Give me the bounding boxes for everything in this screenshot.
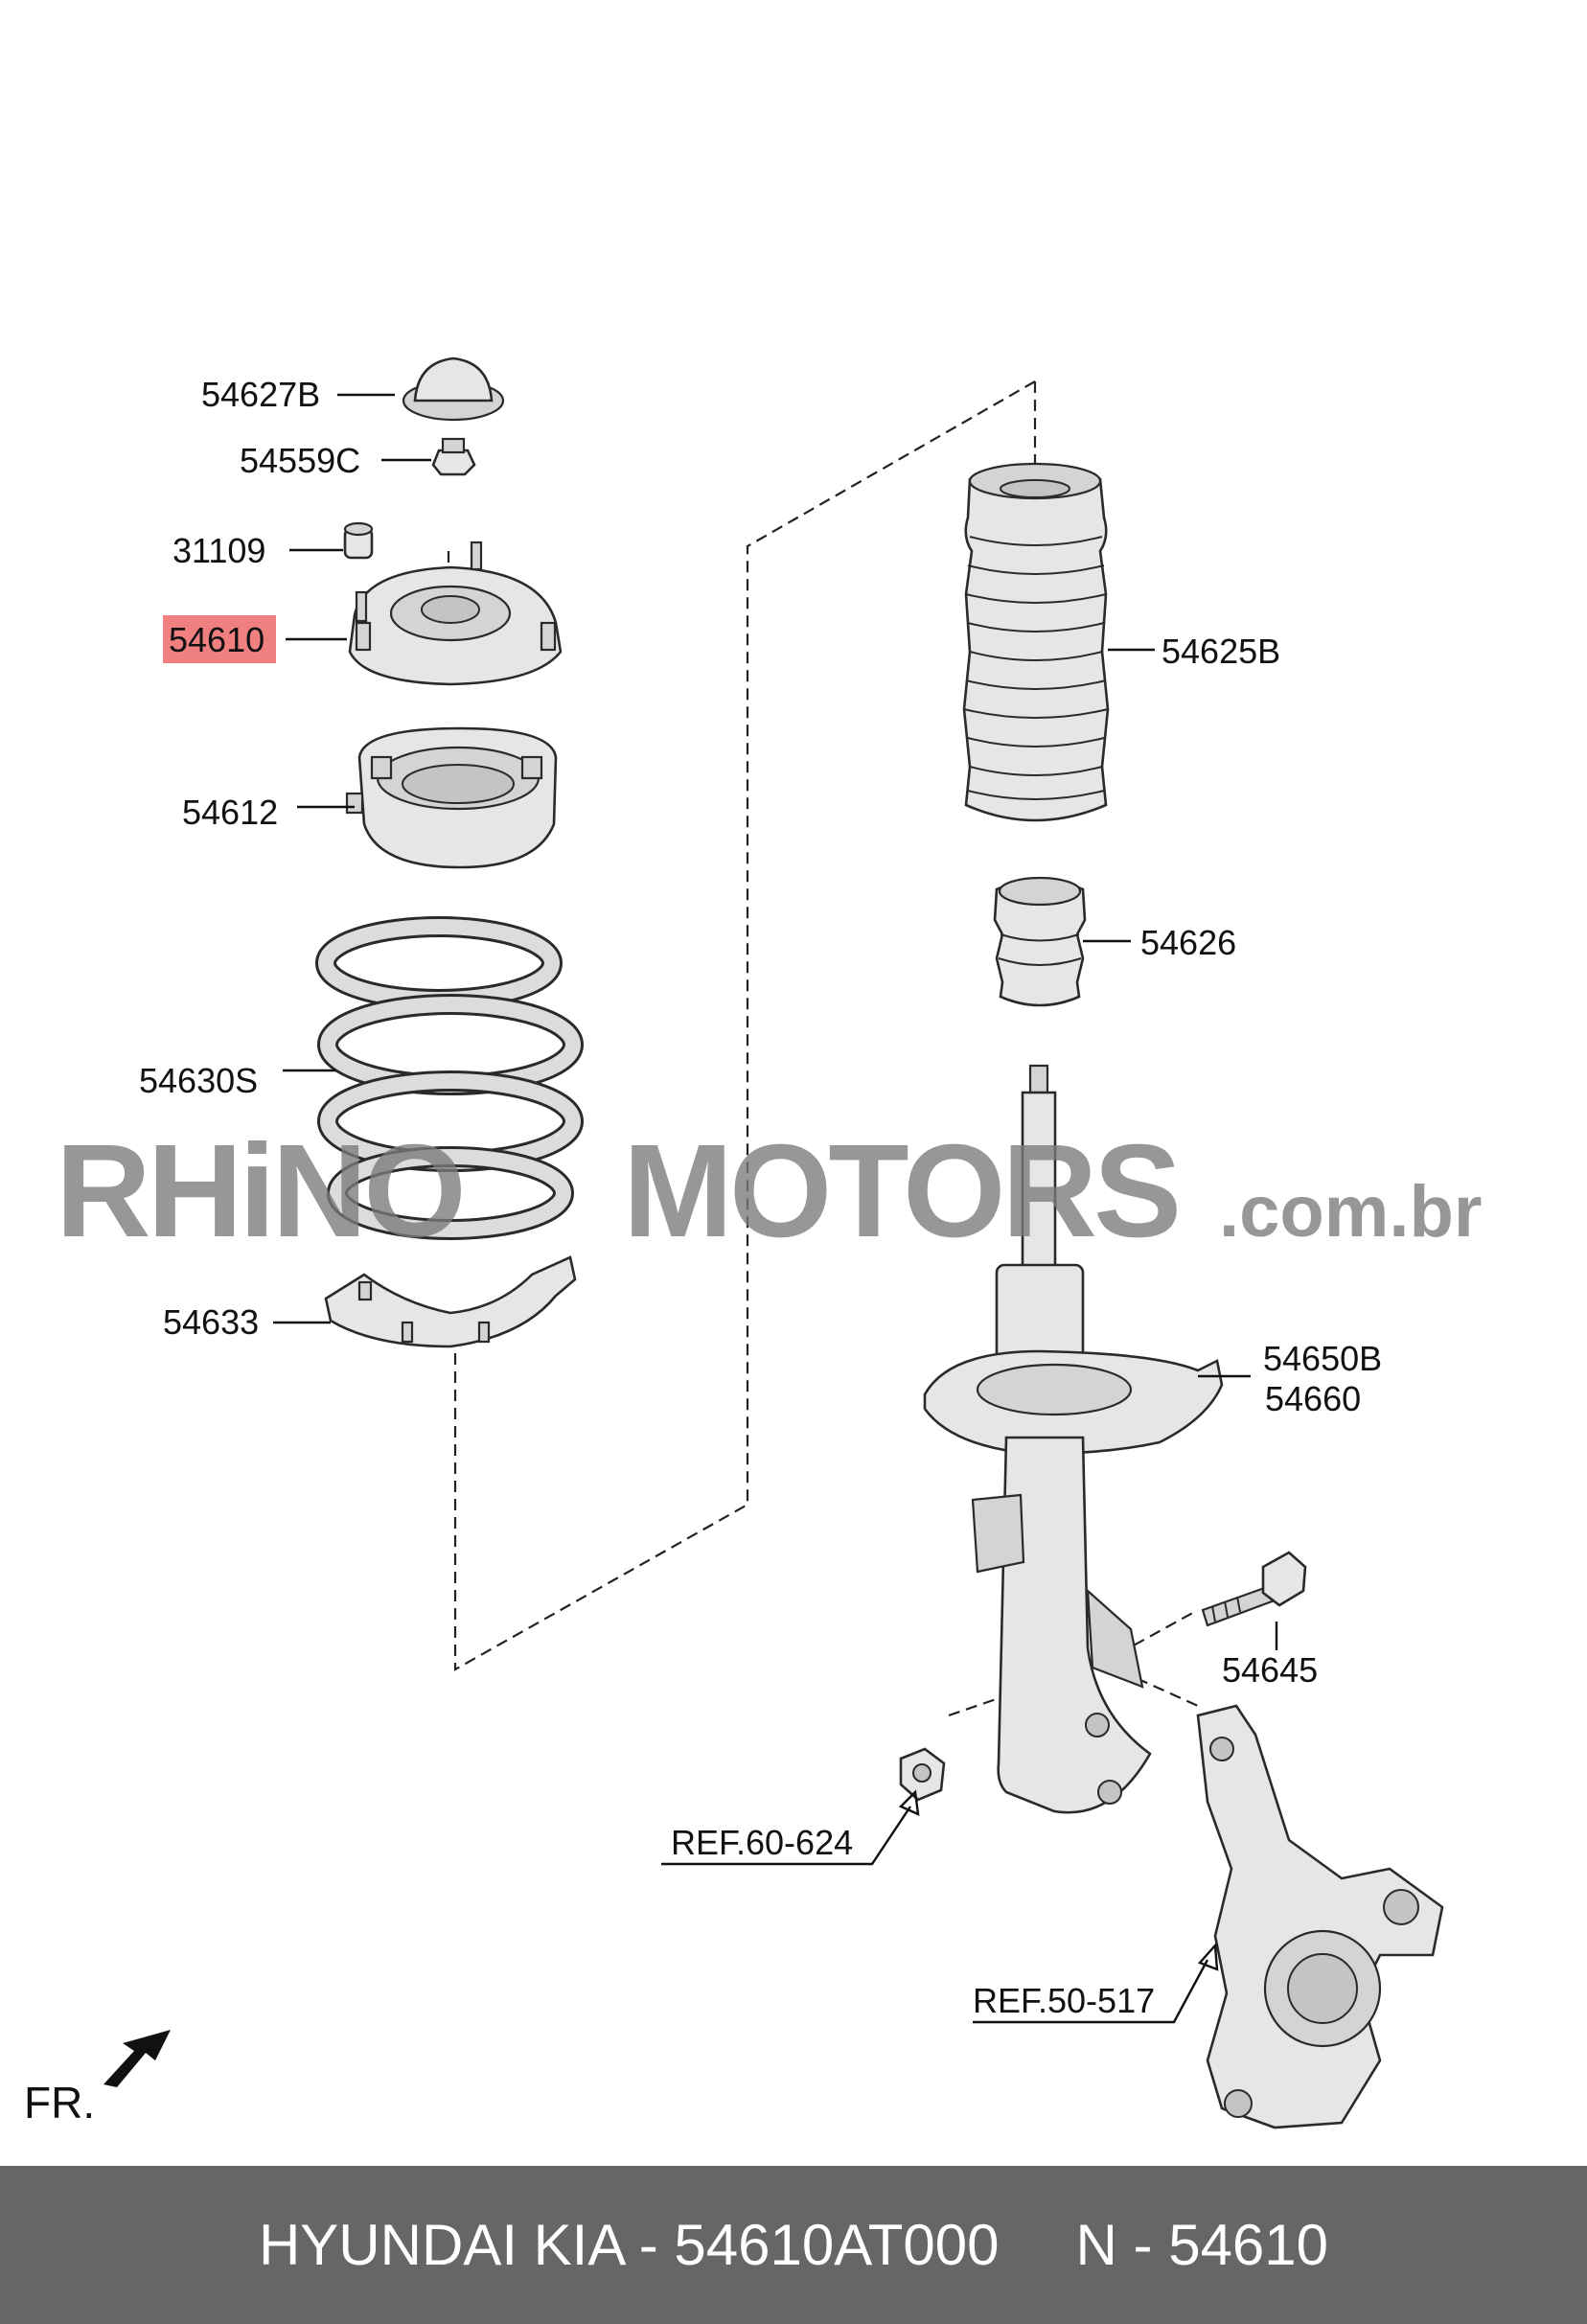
- ref-50-517-knuckle[interactable]: [1196, 1704, 1444, 2129]
- label-54610: 54610: [169, 620, 264, 659]
- label-ref-60-624: REF.60-624: [671, 1823, 853, 1862]
- part-54625B-dust-boot[interactable]: [962, 462, 1110, 822]
- part-54610-strut-mount[interactable]: [348, 541, 563, 686]
- ref-60-624-nut[interactable]: [899, 1747, 946, 1802]
- label-54626: 54626: [1140, 923, 1236, 962]
- front-arrow-icon: [104, 2030, 171, 2087]
- label-31109: 31109: [172, 531, 265, 570]
- footer-part-info: HYUNDAI KIA - 54610AT000: [258, 2213, 1000, 2277]
- front-direction-marker: FR.: [24, 2030, 171, 2128]
- label-ref-50-517: REF.50-517: [973, 1981, 1155, 2020]
- leader-lines: [273, 393, 1278, 2024]
- label-54633: 54633: [163, 1302, 259, 1342]
- watermark-suffix: .com.br: [1219, 1171, 1483, 1253]
- label-54650B: 54650B: [1263, 1339, 1382, 1378]
- label-54625B: 54625B: [1162, 632, 1280, 671]
- part-31109-bushing[interactable]: [343, 521, 374, 560]
- front-label: FR.: [24, 2078, 95, 2128]
- label-54630S: 54630S: [139, 1061, 258, 1100]
- footer-node-info: N - 54610: [1075, 2213, 1329, 2277]
- parts-diagram: 54627B 54559C 31109 54610 54612 54630S 5…: [24, 357, 1483, 2129]
- part-54610-highlight: [163, 615, 276, 663]
- watermark-brand-b: MOTORS: [623, 1117, 1178, 1265]
- footer-bar: HYUNDAI KIA - 54610AT000 N - 54610: [0, 2166, 1587, 2324]
- part-54559C-nut[interactable]: [431, 437, 476, 476]
- part-54633-spring-pad[interactable]: [324, 1255, 577, 1348]
- part-54645-bolt[interactable]: [1201, 1551, 1307, 1627]
- label-54559C: 54559C: [240, 441, 360, 480]
- part-54612-bearing-seat[interactable]: [345, 726, 558, 869]
- watermark: RHiNO MOTORS .com.br: [56, 1117, 1483, 1265]
- part-54627B-cap[interactable]: [402, 357, 505, 422]
- part-54650B-strut-assembly[interactable]: [923, 1064, 1224, 1814]
- part-54630S-coil-spring[interactable]: [315, 916, 584, 1240]
- part-labels: 54627B 54559C 31109 54610 54612 54630S 5…: [139, 375, 1382, 2020]
- part-54626-bump-stopper[interactable]: [993, 876, 1087, 1007]
- label-54612: 54612: [182, 793, 278, 832]
- label-54660: 54660: [1265, 1379, 1361, 1418]
- label-54645: 54645: [1222, 1650, 1318, 1690]
- label-54627B: 54627B: [201, 375, 320, 414]
- watermark-brand-a: RHiNO: [56, 1117, 463, 1265]
